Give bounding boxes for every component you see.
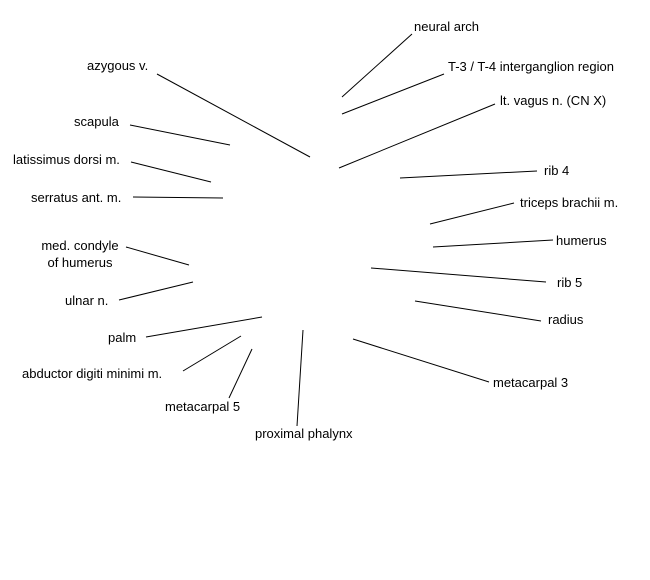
leader-serratus <box>132 196 224 199</box>
label-proximal-phalynx: proximal phalynx <box>255 426 353 441</box>
leader-interganglion <box>341 73 445 115</box>
label-scapula: scapula <box>74 114 119 129</box>
label-rib-5: rib 5 <box>557 275 583 290</box>
leader-azygous <box>156 73 311 158</box>
label-medial-condyle: med. condyle of humerus <box>34 237 126 271</box>
leader-ulnar <box>118 281 194 301</box>
label-serratus-anterior: serratus ant. m. <box>31 190 122 205</box>
leader-latissimus <box>130 161 212 183</box>
label-neural-arch: neural arch <box>414 19 480 34</box>
label-medial-condyle-line-2: of humerus <box>47 255 113 270</box>
leader-rib5 <box>370 267 547 283</box>
label-rib-4: rib 4 <box>544 163 570 178</box>
leader-med-condyle <box>125 246 190 266</box>
leader-radius <box>414 300 542 322</box>
leader-humerus <box>432 239 554 248</box>
label-humerus: humerus <box>556 233 607 248</box>
leader-palm <box>145 316 263 338</box>
leader-scapula <box>129 124 231 146</box>
label-radius: radius <box>548 312 584 327</box>
label-ulnar-nerve: ulnar n. <box>65 293 109 308</box>
label-azygous-vein: azygous v. <box>87 58 149 73</box>
label-metacarpal-5: metacarpal 5 <box>165 399 241 414</box>
leader-metacarpal3 <box>352 338 490 383</box>
label-latissimus-dorsi: latissimus dorsi m. <box>13 152 120 167</box>
label-palm: palm <box>108 330 137 345</box>
label-vagus-nerve: lt. vagus n. (CN X) <box>500 93 607 108</box>
leader-proximal-phalynx <box>296 329 304 427</box>
label-interganglion-region: T-3 / T-4 interganglion region <box>448 59 614 74</box>
label-medial-condyle-line-1: med. condyle <box>41 238 119 253</box>
leader-neural-arch <box>341 33 413 98</box>
label-abductor-digiti-minimi: abductor digiti minimi m. <box>22 366 163 381</box>
label-metacarpal-3: metacarpal 3 <box>493 375 569 390</box>
leader-metacarpal5 <box>228 348 253 399</box>
leader-rib4 <box>399 170 538 179</box>
leader-vagus <box>338 103 496 169</box>
label-triceps-brachii: triceps brachii m. <box>520 195 619 210</box>
leader-abductor <box>182 335 242 372</box>
leader-triceps <box>429 202 515 225</box>
